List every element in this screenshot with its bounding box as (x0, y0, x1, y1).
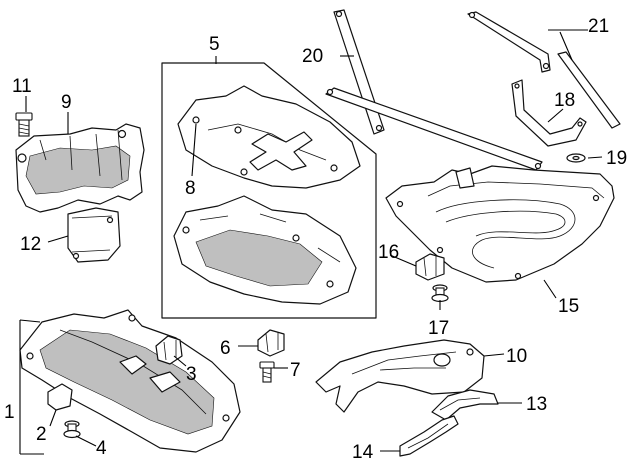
part-14-strip (399, 415, 459, 457)
part-11-bolt (15, 112, 33, 137)
part-20-brace (325, 9, 543, 171)
part-18-bracket (511, 79, 587, 147)
callout-20: 20 (302, 46, 323, 67)
callout-17: 17 (428, 318, 449, 339)
leader-lines (19, 29, 603, 455)
callout-15: 15 (558, 296, 579, 317)
part-7-bolt (259, 361, 275, 383)
callout-1: 1 (4, 402, 15, 423)
part-4-grommet (63, 420, 81, 439)
part-12-shield (67, 207, 121, 263)
part-5-panel (173, 195, 357, 305)
callout-9: 9 (61, 92, 72, 113)
part-5-group-box (161, 62, 377, 319)
part-21-brackets (467, 11, 621, 129)
callout-12: 12 (20, 234, 41, 255)
part-10-duct (315, 339, 485, 413)
part-16-clip (415, 253, 445, 281)
part-8-panel (177, 85, 361, 189)
part-1-underbody (19, 309, 241, 453)
callout-7: 7 (290, 360, 301, 381)
callout-11: 11 (12, 76, 32, 97)
callout-13: 13 (526, 394, 547, 415)
part-15-tray (385, 165, 615, 283)
part-19-washer (566, 153, 586, 163)
part-6-clip (257, 329, 285, 357)
callout-16: 16 (378, 242, 399, 263)
part-13-duct (431, 389, 499, 421)
callout-6: 6 (220, 338, 231, 359)
callout-10: 10 (506, 346, 527, 367)
callout-14: 14 (352, 442, 374, 463)
callout-18: 18 (554, 90, 575, 111)
callout-19: 19 (606, 148, 627, 169)
callout-numbers: 1 2 3 4 5 6 7 8 9 10 11 12 13 14 15 16 1… (4, 16, 627, 463)
callout-8: 8 (185, 178, 196, 199)
callout-5: 5 (209, 34, 220, 55)
callout-4: 4 (96, 438, 107, 459)
part-9-bracket (15, 123, 145, 213)
callout-21: 21 (588, 16, 609, 37)
part-17-grommet (431, 284, 449, 303)
callout-3: 3 (186, 364, 197, 385)
callout-2: 2 (36, 424, 47, 445)
part-2-clip (47, 383, 73, 411)
